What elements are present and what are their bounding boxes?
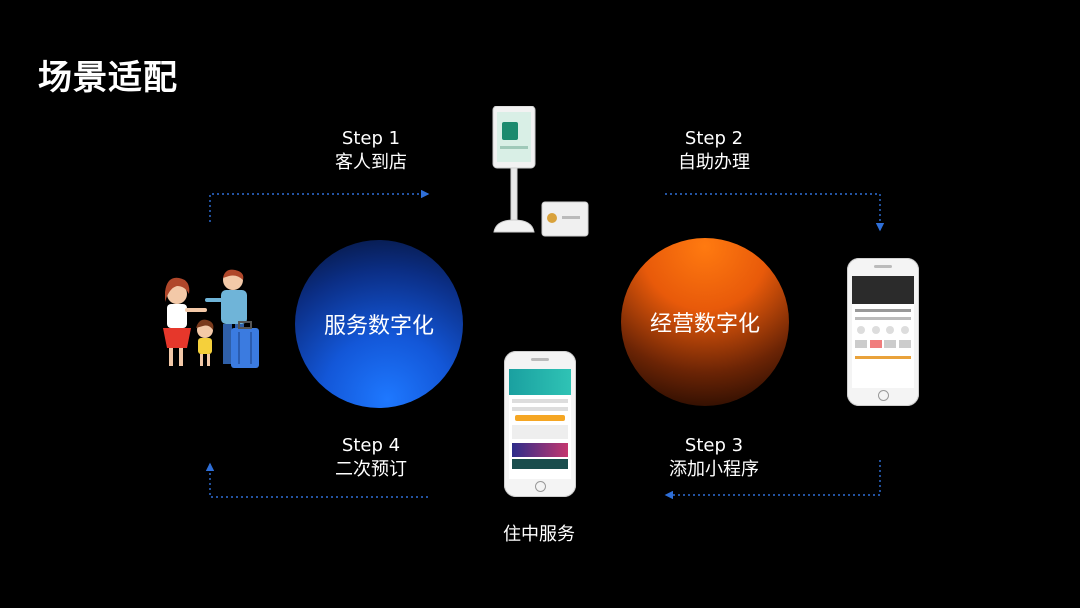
- in-stay-service-caption: 住中服务: [503, 524, 575, 545]
- step-3-label: 添加小程序: [669, 459, 759, 480]
- step-2-label: 自助办理: [678, 152, 750, 173]
- step-2-number: Step 2: [684, 128, 744, 149]
- step-3: Step 3 添加小程序: [644, 434, 784, 482]
- step-3-number: Step 3: [684, 435, 744, 456]
- connector-step4: [205, 462, 428, 498]
- step-2: Step 2 自助办理: [644, 127, 784, 175]
- phone-mini-program-center: [504, 351, 576, 497]
- phone-membership-right: [847, 258, 919, 406]
- connector-step3: [664, 460, 881, 500]
- step-1: Step 1 客人到店: [301, 127, 441, 175]
- connector-step1: [209, 189, 430, 222]
- operation-circle-label: 经营数字化: [649, 312, 760, 337]
- service-digitalization-circle: 服务数字化: [295, 240, 463, 408]
- connector-step2: [665, 193, 885, 232]
- step-4: Step 4 二次预订: [301, 434, 441, 482]
- service-circle-label: 服务数字化: [323, 314, 434, 339]
- family-illustration: [163, 269, 259, 368]
- operation-digitalization-circle: 经营数字化: [621, 238, 789, 406]
- step-4-number: Step 4: [341, 435, 401, 456]
- self-service-kiosk-image: [492, 106, 589, 237]
- page-title: 场景适配: [38, 58, 178, 98]
- step-1-number: Step 1: [341, 128, 401, 149]
- step-4-label: 二次预订: [335, 459, 407, 480]
- step-1-label: 客人到店: [335, 152, 407, 173]
